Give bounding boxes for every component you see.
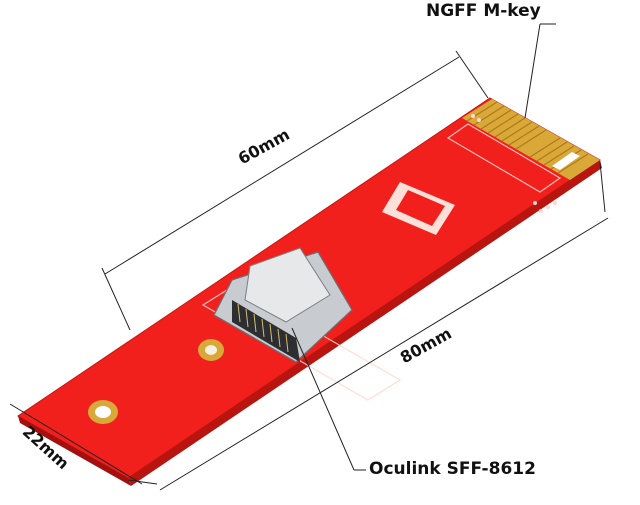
ngff-mkey-label: NGFF M-key <box>426 1 541 21</box>
oculink-connector <box>213 247 353 363</box>
silkscreen-outline <box>201 123 562 401</box>
pcb-logo <box>382 182 455 235</box>
vias <box>471 114 557 213</box>
edge-fingers <box>462 99 600 180</box>
mounting-notch <box>88 400 118 424</box>
mounting-hole <box>198 339 224 361</box>
dimension-lines <box>9 23 609 491</box>
oculink-label: Oculink SFF-8612 <box>369 459 536 479</box>
